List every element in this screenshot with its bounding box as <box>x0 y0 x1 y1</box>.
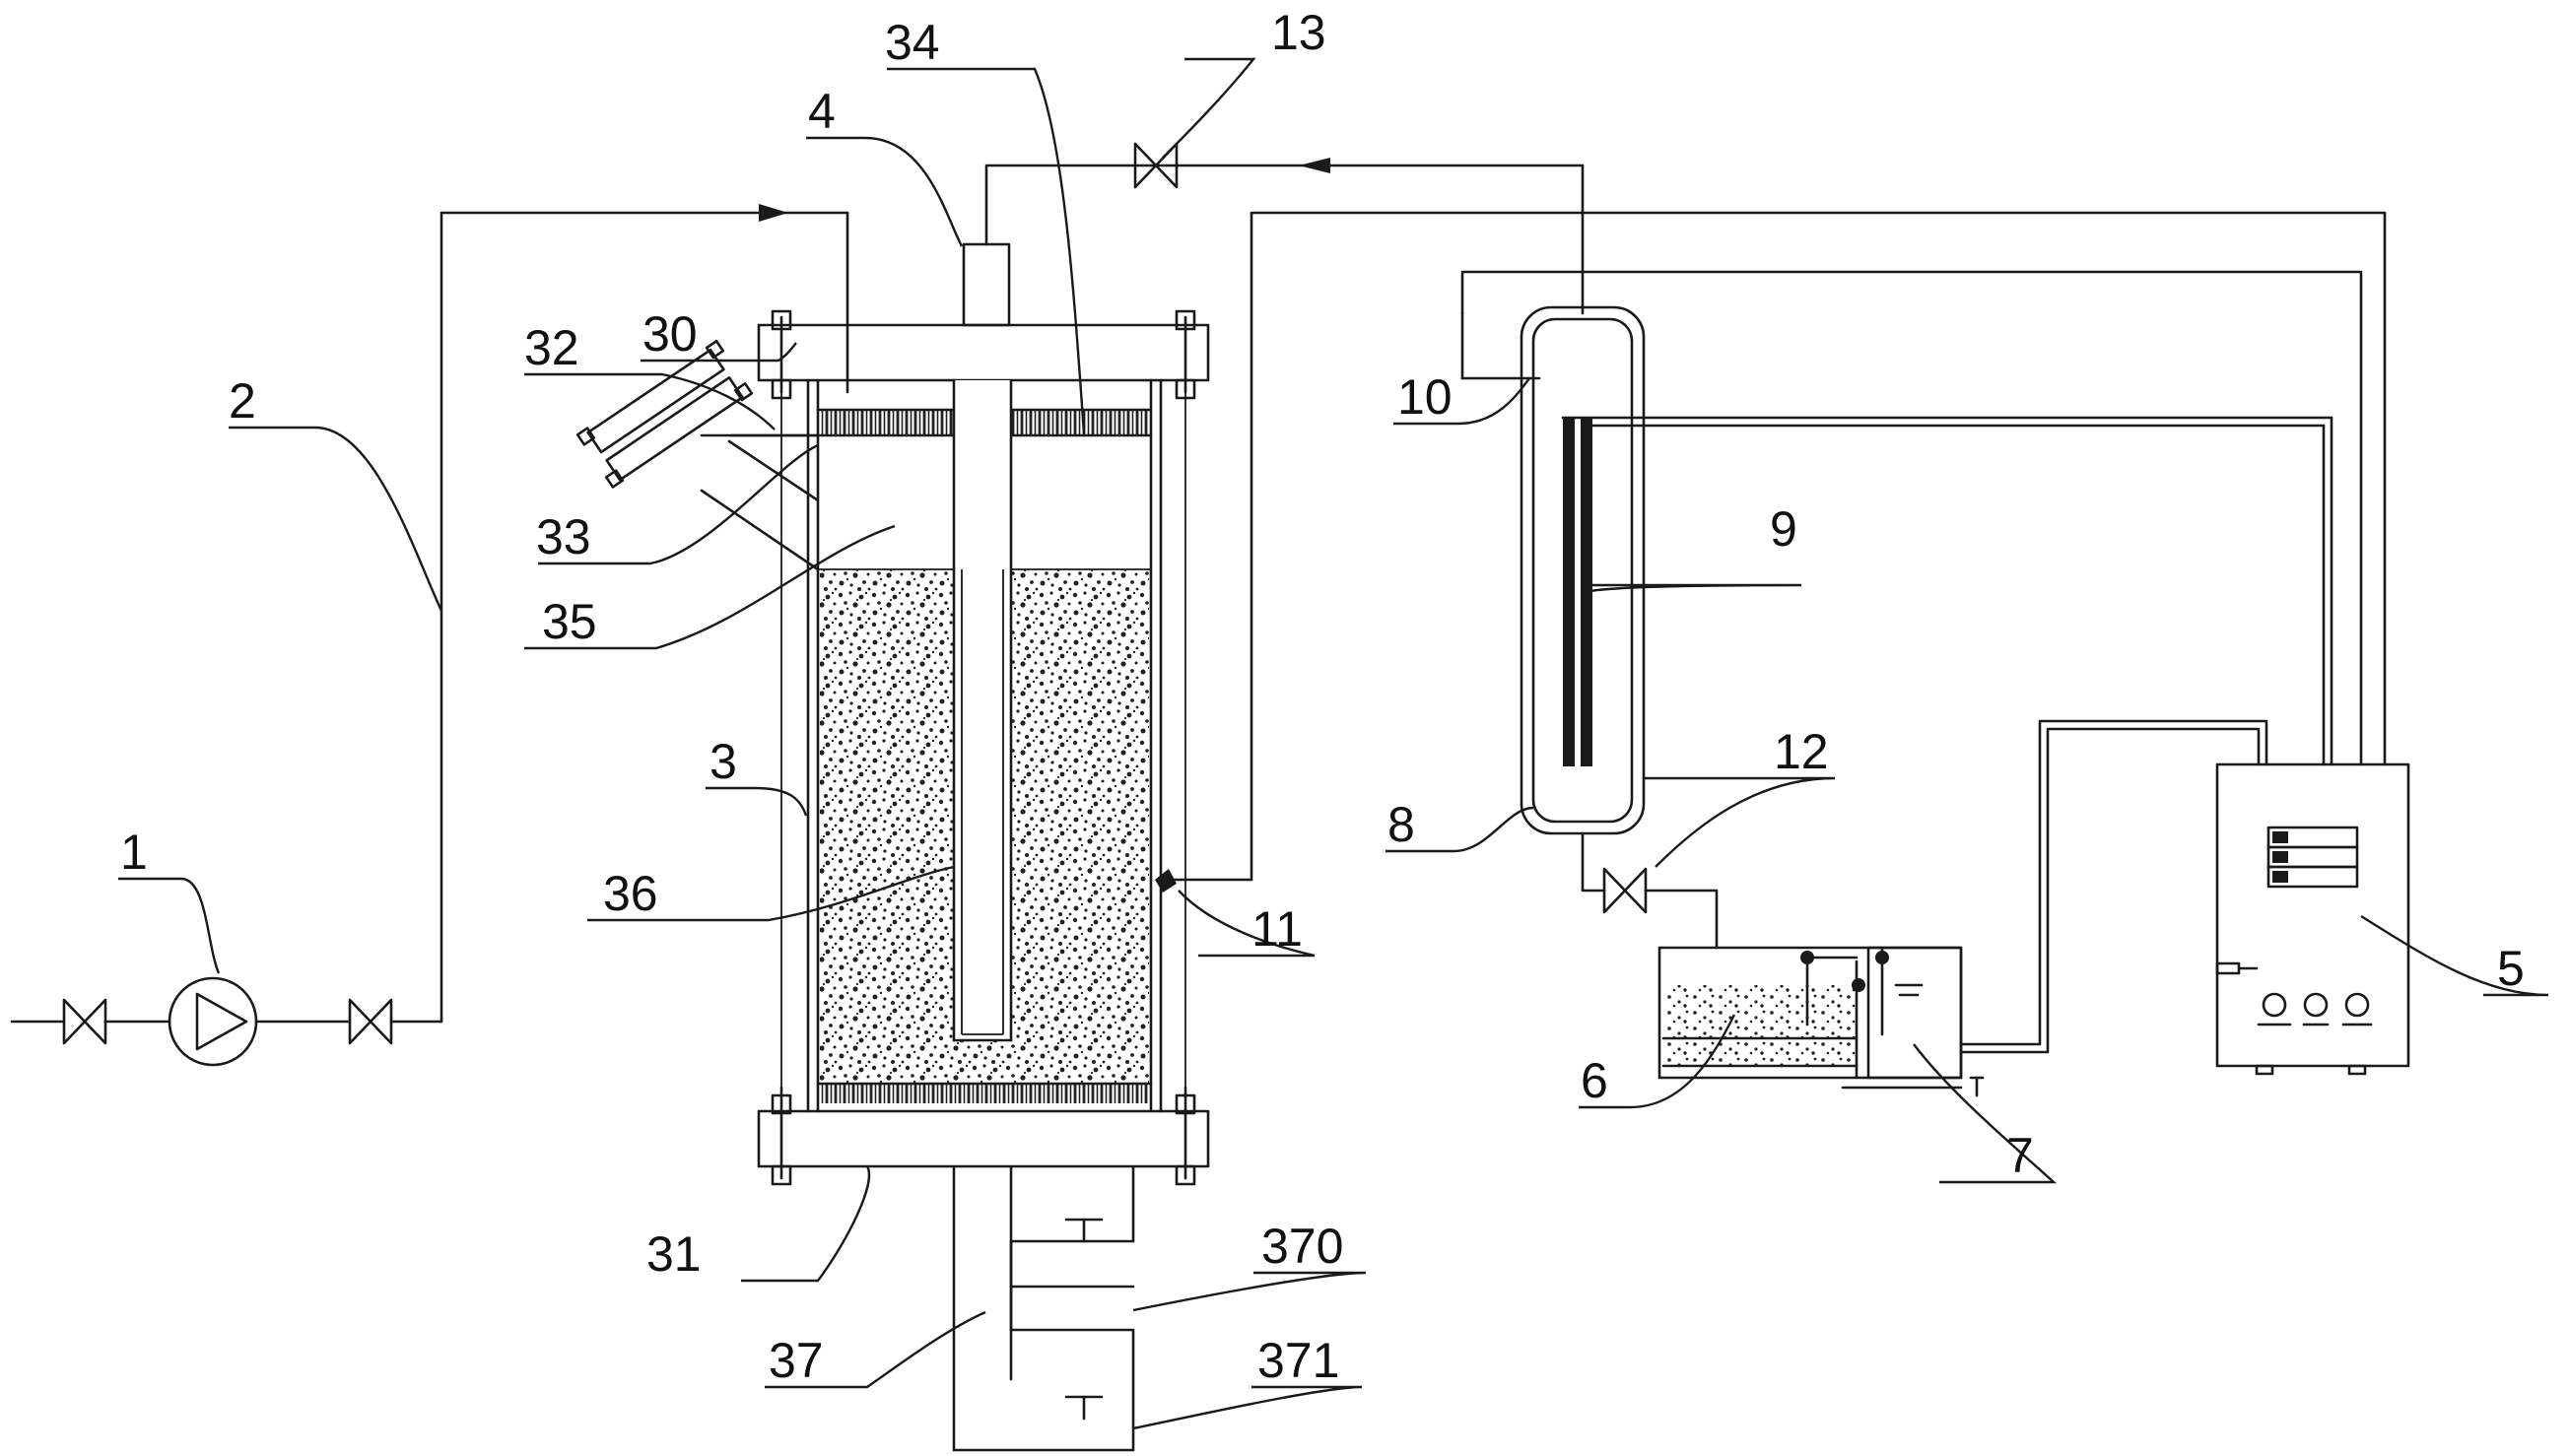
label-11: 11 <box>1251 901 1303 957</box>
label-34: 34 <box>885 15 940 70</box>
label-10: 10 <box>1397 369 1453 425</box>
bottom-flange <box>757 1109 1210 1168</box>
label-9: 9 <box>1770 501 1797 557</box>
side-flange <box>575 339 754 489</box>
tank-6 <box>1657 946 1963 1080</box>
bottom-screen <box>820 1084 1149 1103</box>
flow-arrow-icon <box>759 204 788 222</box>
inlet-valve-left <box>62 998 107 1045</box>
label-3: 3 <box>710 734 737 789</box>
control-cabinet-5 <box>2215 762 2410 1076</box>
level-box-7 <box>1841 719 2268 1097</box>
vessel-8 <box>1460 305 1646 835</box>
drain-line-12 <box>1581 831 1719 950</box>
sensor-11 <box>1155 869 1177 893</box>
label-6: 6 <box>1581 1053 1608 1108</box>
top-flange <box>757 323 1210 382</box>
label-371: 371 <box>1257 1333 1339 1388</box>
label-33: 33 <box>536 509 591 564</box>
label-37: 37 <box>769 1333 824 1388</box>
part-labels: 1 2 3 4 5 6 7 8 9 10 11 12 13 30 31 32 3… <box>120 5 2525 1388</box>
flow-arrow-icon <box>1299 158 1330 173</box>
label-12: 12 <box>1774 724 1829 779</box>
inlet-valve-right <box>348 998 393 1045</box>
inlet-line <box>10 204 849 1024</box>
label-31: 31 <box>646 1226 702 1282</box>
label-2: 2 <box>229 373 256 429</box>
label-4: 4 <box>808 84 836 139</box>
return-line <box>1133 142 1585 315</box>
label-7: 7 <box>2006 1128 2034 1183</box>
label-30: 30 <box>642 306 698 362</box>
label-370: 370 <box>1261 1219 1343 1274</box>
label-13: 13 <box>1271 5 1326 60</box>
sensor-signal-line <box>1250 211 2387 882</box>
reactor-column <box>575 164 1253 1452</box>
label-8: 8 <box>1387 797 1415 852</box>
label-36: 36 <box>603 866 658 921</box>
label-5: 5 <box>2497 941 2525 996</box>
heater-9 <box>1561 416 2333 766</box>
label-32: 32 <box>524 320 579 375</box>
leader-lines <box>118 57 2549 1430</box>
label-35: 35 <box>542 594 597 649</box>
label-1: 1 <box>120 825 148 880</box>
outlet-stub <box>962 242 1011 327</box>
pump-1 <box>168 976 258 1067</box>
valve-12 <box>1602 867 1648 914</box>
